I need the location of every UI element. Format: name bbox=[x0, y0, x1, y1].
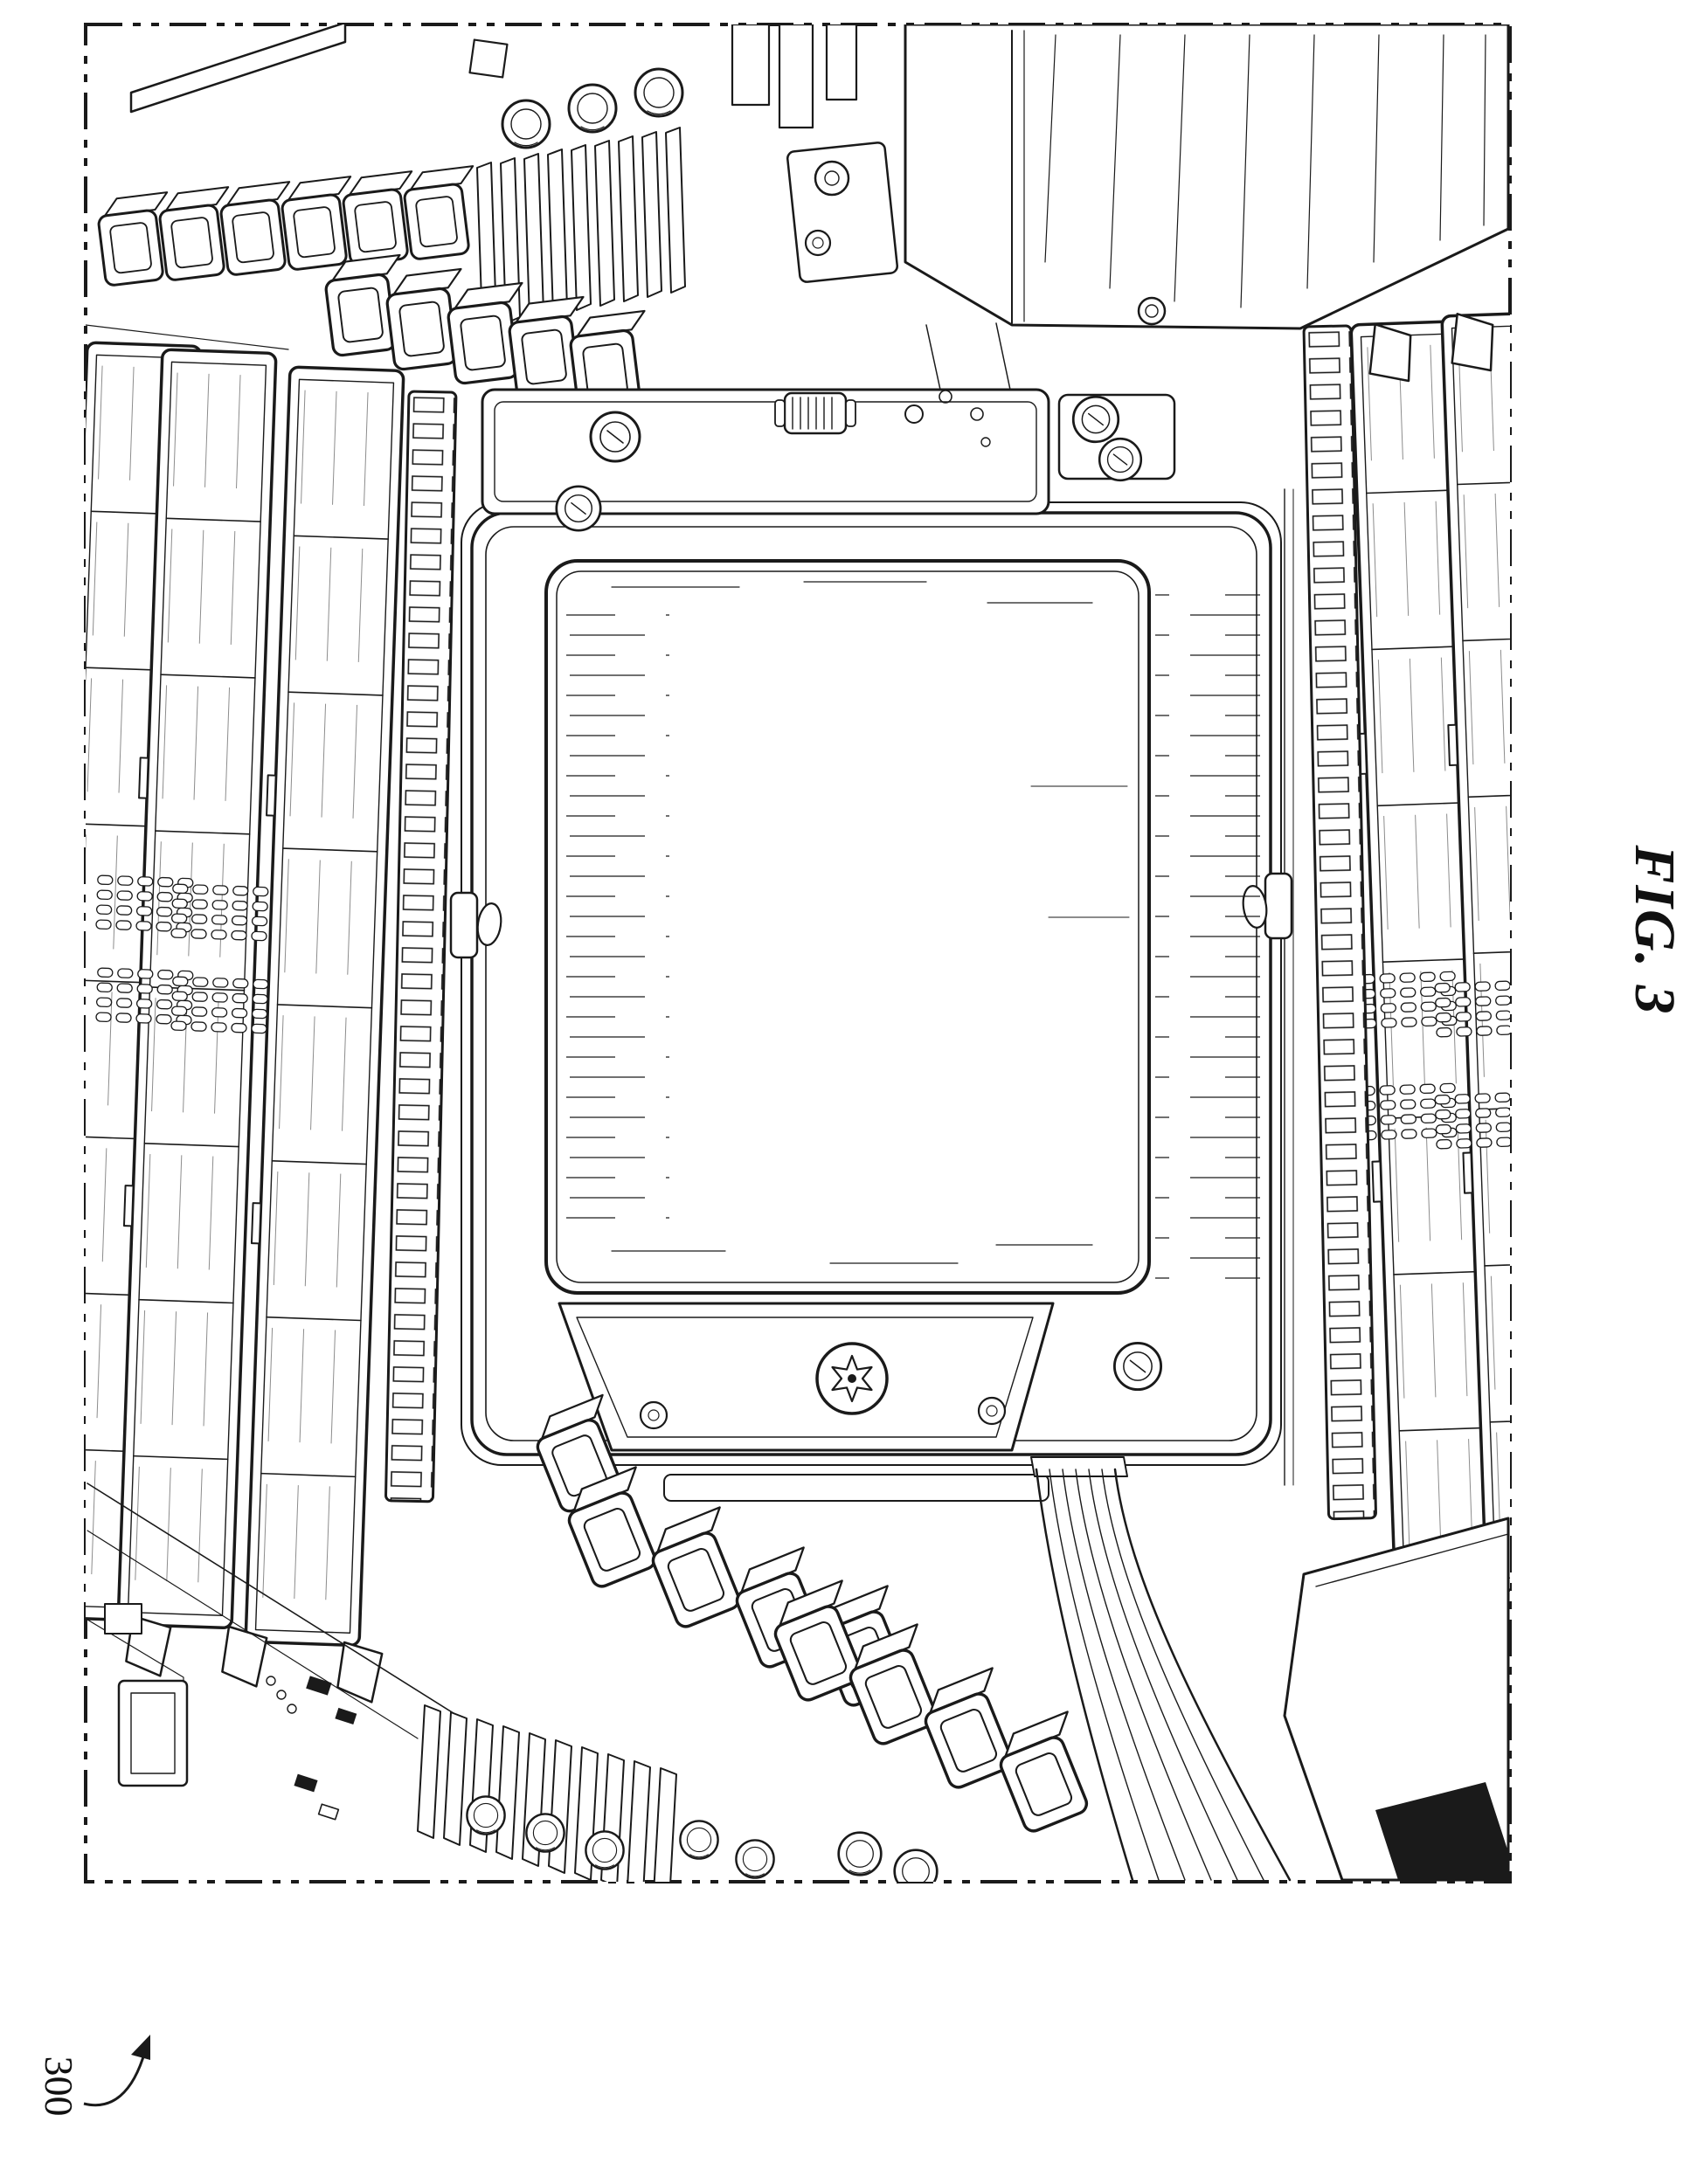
reference-numeral: 300 bbox=[37, 2056, 81, 2117]
heatsink-fins-bottom bbox=[417, 1704, 677, 1882]
reference-arrow bbox=[83, 2035, 150, 2107]
captive-screw-icon bbox=[1071, 395, 1120, 444]
shroud-screw-icon bbox=[1137, 296, 1167, 326]
torx-screw-icon bbox=[815, 1342, 889, 1415]
bottom-right-plate bbox=[1283, 1517, 1510, 1882]
right-dimm-socket bbox=[1302, 324, 1377, 1521]
left-dimm-socket bbox=[384, 390, 458, 1503]
mounting-posts bbox=[731, 24, 858, 129]
right-latch bbox=[1264, 872, 1293, 940]
left-dimm-array bbox=[86, 340, 405, 1704]
corner-screw-icon bbox=[1098, 437, 1143, 482]
left-latch bbox=[449, 891, 479, 959]
ribbon-cable bbox=[1030, 1456, 1292, 1882]
corner-screw-icon bbox=[1112, 1341, 1163, 1392]
retention-bracket-bottom bbox=[558, 1302, 1055, 1452]
right-dimm-array bbox=[1341, 310, 1510, 1630]
bottom-left-connector bbox=[104, 1603, 189, 1787]
retention-bracket-top bbox=[481, 388, 1176, 515]
figure-label: FIG. 3 bbox=[1623, 844, 1687, 1015]
standoff-bar bbox=[129, 24, 509, 114]
captive-screw-icon bbox=[589, 411, 641, 463]
drawing-content bbox=[86, 24, 1510, 1882]
air-shroud bbox=[904, 24, 1510, 390]
mounting-plate-top bbox=[786, 142, 898, 283]
cpu-socket-assembly bbox=[449, 388, 1293, 1502]
spring-screw bbox=[774, 391, 856, 435]
smd-components bbox=[266, 1676, 357, 1821]
cpu-lid bbox=[544, 559, 1260, 1295]
corner-screw-icon bbox=[555, 485, 602, 532]
guide-pin bbox=[476, 902, 502, 946]
cam-bar bbox=[663, 1474, 1049, 1502]
board-edge-line bbox=[86, 324, 289, 350]
